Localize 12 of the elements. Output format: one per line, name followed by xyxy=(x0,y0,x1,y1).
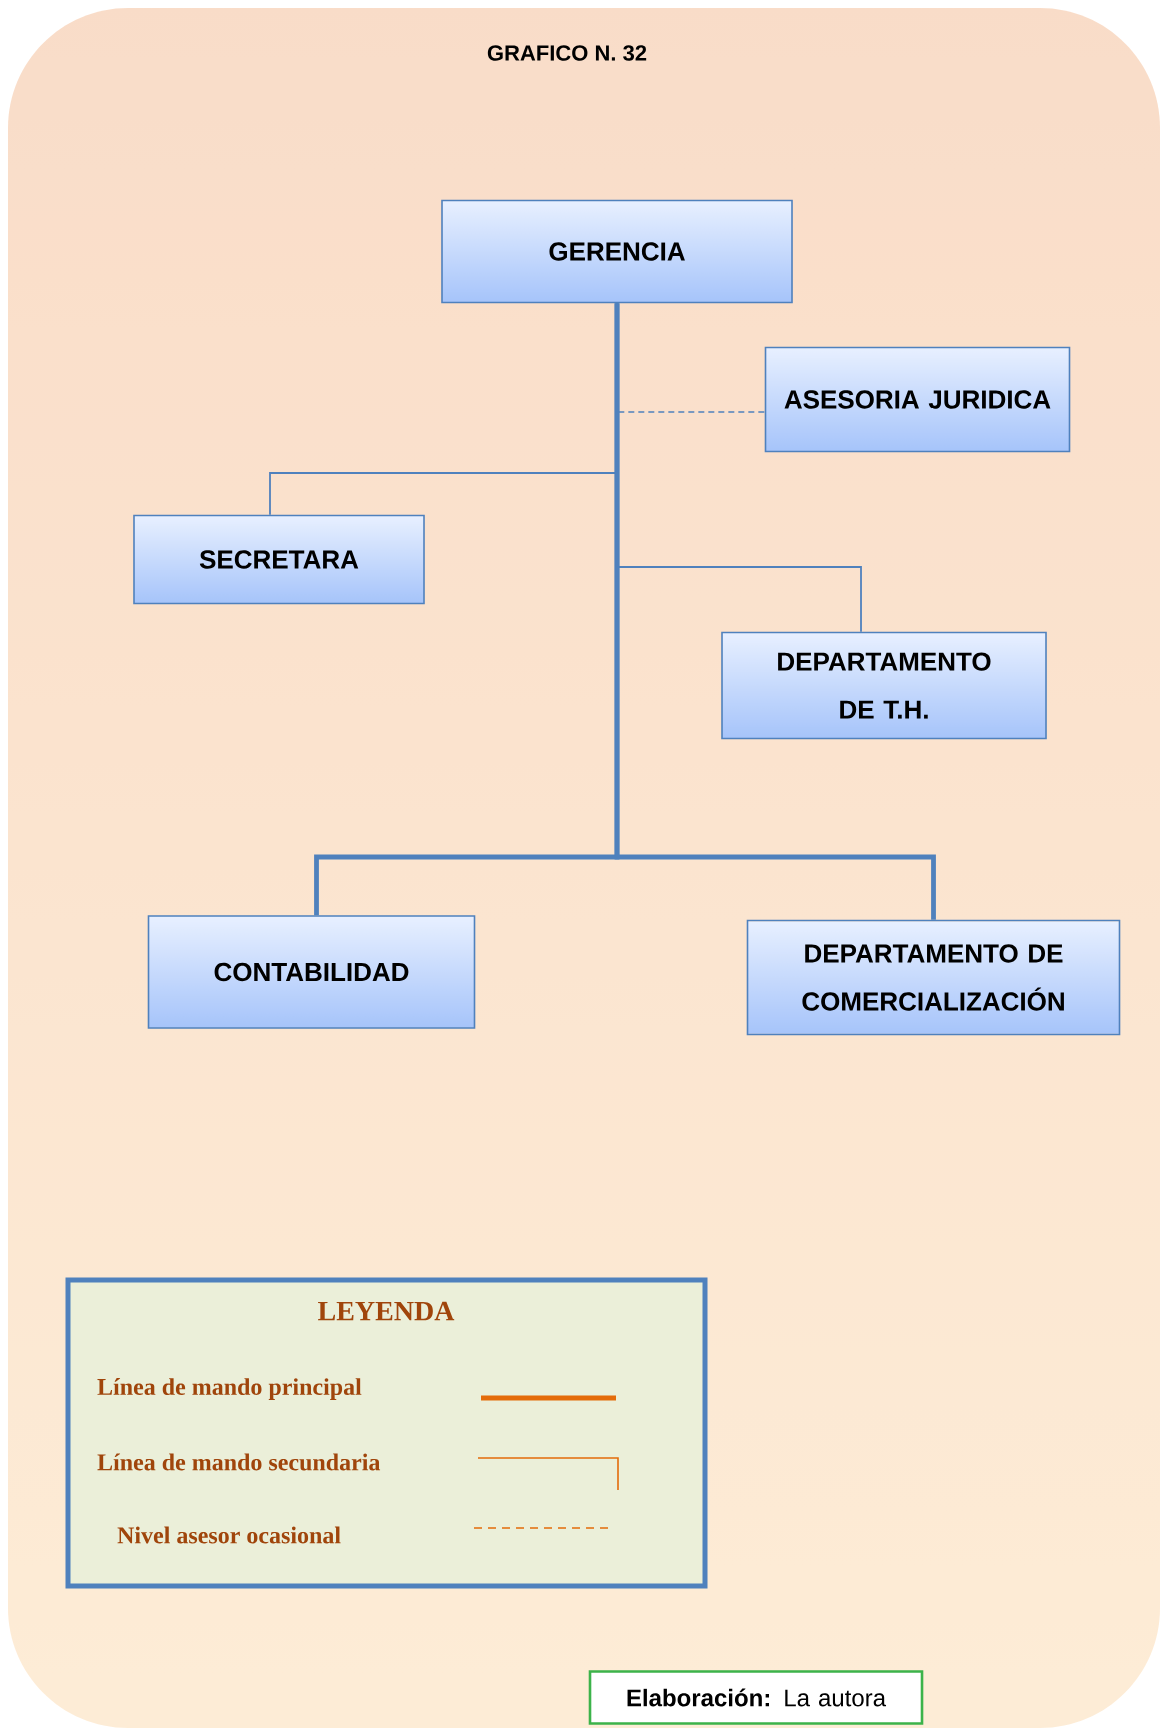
org-box: DEPARTAMENTO DE COMERCIALIZACIÓN xyxy=(746,919,1121,1036)
org-box: ASESORIA JURIDICA xyxy=(764,346,1071,453)
title: GRAFICO N. 32 xyxy=(487,45,647,61)
legend-text: Línea de mando principal xyxy=(97,1378,362,1400)
credit-box: Elaboración: La autora xyxy=(588,1670,924,1725)
legend-text: Línea de mando secundaria xyxy=(97,1453,381,1471)
connector-line xyxy=(614,303,936,920)
legend-text: Nivel asesor ocasional xyxy=(117,1526,341,1544)
org-box: CONTABILIDAD xyxy=(147,915,476,1029)
org-box: GERENCIA xyxy=(441,199,793,304)
org-box: DEPARTAMENTO DE T.H. xyxy=(721,631,1047,740)
org-box: SECRETARA xyxy=(133,514,425,605)
